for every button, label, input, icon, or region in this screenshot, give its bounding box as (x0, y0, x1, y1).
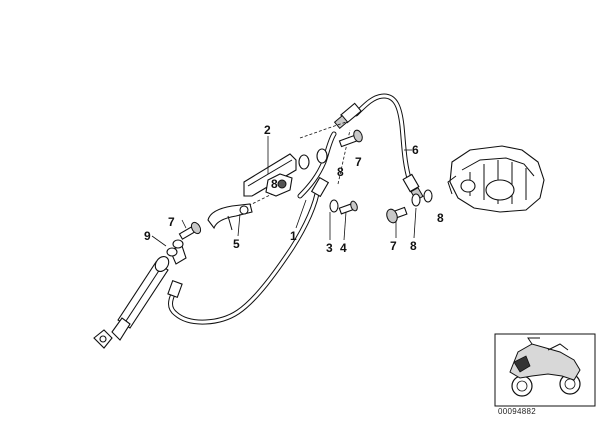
callout-9: 9 (144, 229, 151, 243)
hose-clip (207, 203, 253, 231)
callout-2: 2 (264, 123, 271, 137)
banjo-bolt-left (178, 221, 202, 240)
hose-fitting-lower (167, 176, 330, 298)
brake-caliper (447, 145, 545, 213)
callout-7-upper: 7 (355, 155, 362, 169)
sealing-ring (329, 199, 339, 213)
callout-5: 5 (233, 237, 240, 251)
callout-6: 6 (412, 143, 419, 157)
callout-7-left: 7 (168, 215, 175, 229)
sealing-ring (172, 239, 184, 249)
hose-fitting-top (333, 102, 362, 129)
sealing-ring (423, 189, 433, 203)
master-cylinder (93, 245, 187, 349)
sealing-ring (166, 247, 178, 257)
brake-hose-upper (353, 93, 413, 185)
callout-8-center: 8 (337, 165, 344, 179)
callout-1: 1 (290, 229, 297, 243)
banjo-bolt-upper (338, 129, 363, 148)
brake-hose-lower (168, 185, 321, 325)
callout-8-bracket: 8 (271, 177, 278, 191)
motorcycle-thumbnail (494, 333, 596, 407)
diagram-id: 00094882 (498, 407, 536, 416)
callout-7-right: 7 (390, 239, 397, 253)
banjo-bolt-right (386, 206, 408, 224)
callout-8-right: 8 (410, 239, 417, 253)
hose-bracket (243, 153, 297, 197)
callout-8-caliper: 8 (437, 211, 444, 225)
sealing-ring (316, 148, 328, 164)
bleed-screw (338, 200, 358, 215)
dashed-leader (299, 121, 347, 139)
sealing-ring (298, 154, 310, 170)
callout-4: 4 (340, 241, 347, 255)
sealing-ring (411, 193, 421, 207)
callout-3: 3 (326, 241, 333, 255)
